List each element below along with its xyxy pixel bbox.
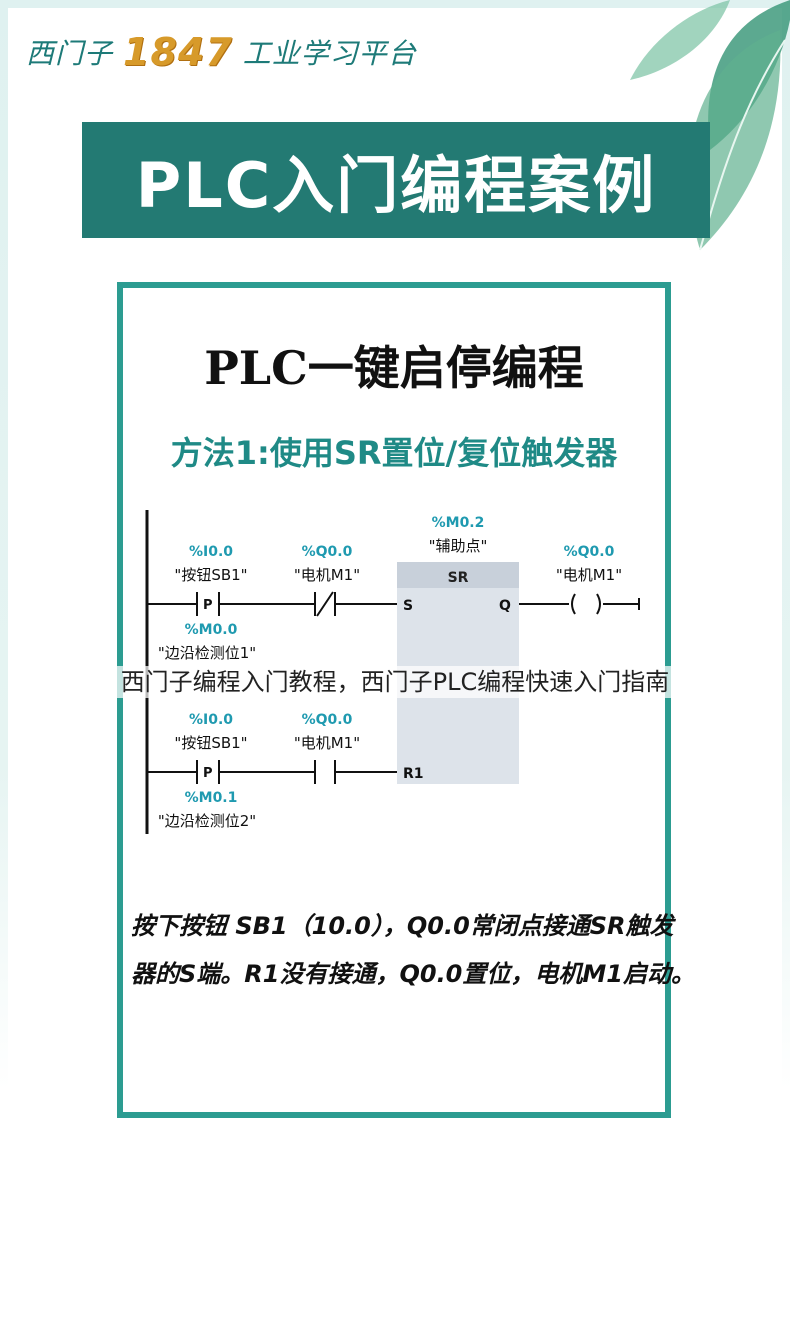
sr-name: "辅助点" <box>429 537 488 555</box>
sr-pin-q: Q <box>499 598 511 614</box>
sr-block-header <box>397 562 519 588</box>
caption-text: 西门子编程入门教程，西门子PLC编程快速入门指南 <box>116 666 674 698</box>
brand-suffix: 工业学习平台 <box>242 37 417 70</box>
rung2-contact2-address: %Q0.0 <box>302 712 353 728</box>
rung1-coil-address: %Q0.0 <box>564 544 615 560</box>
rung1-edge-address: %M0.0 <box>185 622 238 638</box>
rung2-contact1-type: P <box>203 766 213 781</box>
brand-logo: 西门子 1847 工业学习平台 <box>26 24 417 80</box>
rung1-coil-name: "电机M1" <box>556 566 622 584</box>
rung1-contact1-address: %I0.0 <box>189 544 233 560</box>
brand-number: 1847 <box>123 30 233 74</box>
leaf-decoration-icon <box>630 0 790 251</box>
rung2-contact1-name: "按钮SB1" <box>174 734 247 752</box>
card-subtitle: 方法1:使用SR置位/复位触发器 <box>170 434 618 472</box>
description: 按下按钮 SB1（10.0），Q0.0常闭点接通SR触发 器的S端。R1没有接通… <box>131 902 695 998</box>
rung2-edge-name: "边沿检测位2" <box>158 812 256 830</box>
brand-prefix: 西门子 <box>26 37 114 70</box>
overlay-caption: 西门子编程入门教程，西门子PLC编程快速入门指南 <box>0 662 790 698</box>
rung1-contact1-name: "按钮SB1" <box>174 566 247 584</box>
sr-pin-r1: R1 <box>403 766 424 782</box>
banner-title: PLC入门编程案例 <box>135 149 657 222</box>
rung1-edge-name: "边沿检测位1" <box>158 644 256 662</box>
rung2-contact1-address: %I0.0 <box>189 712 233 728</box>
rung1-contact2-name: "电机M1" <box>294 566 360 584</box>
rung2-contact2-name: "电机M1" <box>294 734 360 752</box>
card-title: PLC一键启停编程 <box>204 341 584 395</box>
title-banner: PLC入门编程案例 <box>82 122 710 238</box>
description-line-1: 按下按钮 SB1（10.0），Q0.0常闭点接通SR触发 <box>131 912 674 940</box>
sr-pin-s: S <box>403 598 413 614</box>
rung1-contact1-type: P <box>203 598 213 613</box>
rung2-edge-address: %M0.1 <box>185 790 238 806</box>
rung1-contact2-address: %Q0.0 <box>302 544 353 560</box>
description-line-2: 器的S端。R1没有接通，Q0.0置位，电机M1启动。 <box>131 960 695 988</box>
sr-address: %M0.2 <box>432 515 485 531</box>
sr-block-label: SR <box>448 570 469 586</box>
content-card: PLC一键启停编程 方法1:使用SR置位/复位触发器 SR %M0.2 "辅助点… <box>117 282 695 1118</box>
